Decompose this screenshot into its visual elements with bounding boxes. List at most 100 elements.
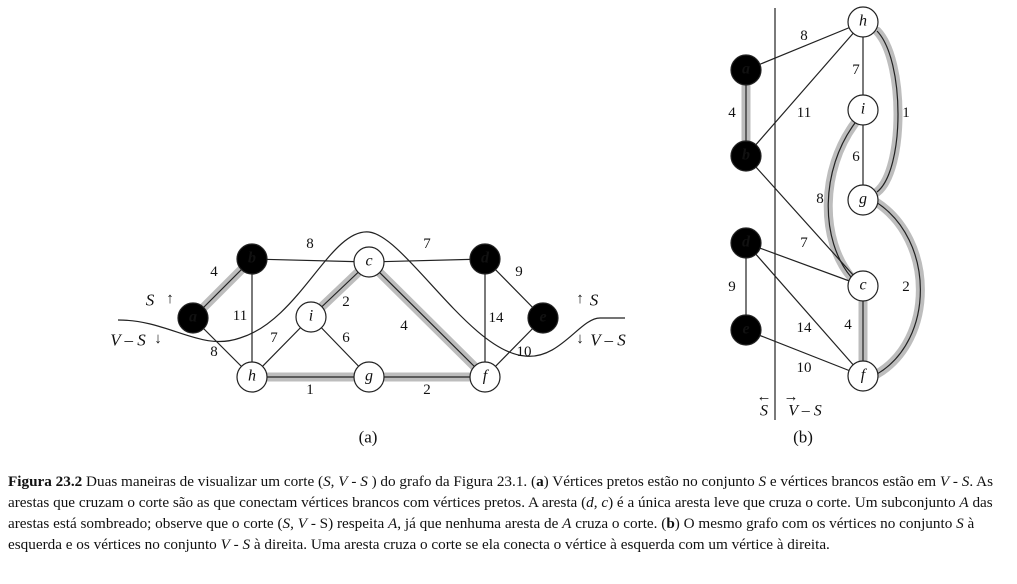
vertex-label-f: f [861,367,868,384]
edge-weight-gi: 6 [852,149,860,165]
edge-weight-bh: 11 [233,308,247,324]
edge-weight-df: 14 [489,310,505,326]
edge-cd [368,258,486,263]
vertex-label-h: h [859,13,867,30]
vertex-label-h: h [248,368,256,385]
vertex-label-i: i [861,101,865,118]
vertex-e [730,314,762,346]
cut-s-label-right: S [590,291,599,310]
edge-weight-fg: 2 [423,382,431,398]
panel-a-label: (a) [359,428,378,447]
vertex-c [847,270,879,302]
cut-s-arrow-left: ↑ [166,291,174,307]
vertex-label-c: c [365,253,372,270]
edge-weight-bc: 8 [306,236,314,252]
edge-weight-gi: 6 [342,330,350,346]
edge-fg [875,201,921,375]
vertex-a [177,302,209,334]
edge-shade-fg [871,197,925,379]
cut-left-arrow: ← [757,389,772,405]
cut-vs-label: V – S [788,403,821,420]
vertex-label-i: i [309,308,313,325]
edge-weight-bc: 8 [816,191,824,207]
caption-var: V [297,515,308,532]
edge-weight-hi: 7 [270,330,278,346]
vertex-label-d: d [481,250,490,267]
caption-var: V [939,473,950,490]
edge-weight-hi: 7 [852,62,860,78]
caption-text: - S) respeita [307,515,388,532]
edge-weight-gh: 1 [306,382,314,398]
edge-ef [745,329,864,377]
edge-df [745,242,864,377]
vertex-label-a: a [189,309,197,326]
vertex-label-e: e [742,321,749,338]
cut-curve [117,231,625,357]
vertex-f [847,360,879,392]
caption-text: ) do grafo da Figura 23.1. ( [367,473,537,490]
caption-var: S [360,473,368,490]
cut-vs-label-right: V – S [590,331,626,350]
edge-weight-gh: 1 [902,105,910,121]
cut-right-arrow: → [784,389,799,405]
cut-vs-label-left: V – S [110,331,146,350]
caption-text: à esquerda e os vértices no conjunto [8,515,975,553]
vertex-label-d: d [742,234,751,251]
edge-cf [368,261,486,378]
edge-gh-curve [876,30,899,193]
caption-var: S [323,473,331,490]
vertex-h [236,361,268,393]
vertex-c [353,246,385,278]
edge-cd [745,242,864,287]
caption-text: , [330,473,339,490]
vertex-label-f: f [483,368,490,385]
caption-var: V [338,473,348,490]
edge-weight-bh: 11 [797,105,811,121]
cut-s-label-left: S [146,291,155,310]
vertex-label-b: b [742,147,750,164]
edge-weight-cd: 7 [423,236,431,252]
vertex-g [353,361,385,393]
edge-weight-cf: 4 [400,318,408,334]
cut-vs-arrow-left: ↓ [154,331,162,347]
cut-s-label: S [760,403,768,420]
caption-text: ) Vértices pretos estão no conjunto [543,473,759,490]
caption-var: c [601,494,609,511]
caption-text: das arestas está sombreado; observe que … [8,494,993,532]
edge-bc [745,155,864,287]
edge-weight-ef: 10 [517,344,532,360]
edge-weight-de: 9 [515,264,523,280]
vertex-e [527,302,559,334]
caption-text: - [229,536,243,553]
caption-text: cruza o corte. ( [571,515,667,532]
vertex-label-e: e [539,309,546,326]
edge-bh [745,21,864,157]
caption-var: A [388,515,398,532]
caption-text: - [347,473,361,490]
caption-text: , já que nenhuma aresta de [397,515,563,532]
vertex-a [730,54,762,86]
caption-var: S [956,515,964,532]
edge-weight-ab: 4 [728,105,736,121]
caption-var: d [586,494,594,511]
edge-bc [251,258,370,263]
edge-ah [745,21,864,71]
edge-weight-ab: 4 [210,264,218,280]
caption-text: - [949,473,962,490]
vertex-i [295,301,327,333]
cut-s-arrow-right: ↑ [576,291,584,307]
vertex-label-c: c [859,277,866,294]
caption-part-tag: b [666,515,675,532]
caption-text: à direita. Uma aresta cruza o corte se e… [250,536,830,553]
vertex-b [730,140,762,172]
caption-var: S [282,515,291,532]
vertex-label-a: a [742,61,750,78]
caption-var: A [959,494,969,511]
edge-weight-df: 14 [797,320,813,336]
vertex-label-g: g [365,368,373,385]
vertex-d [730,227,762,259]
vertex-f [469,361,501,393]
